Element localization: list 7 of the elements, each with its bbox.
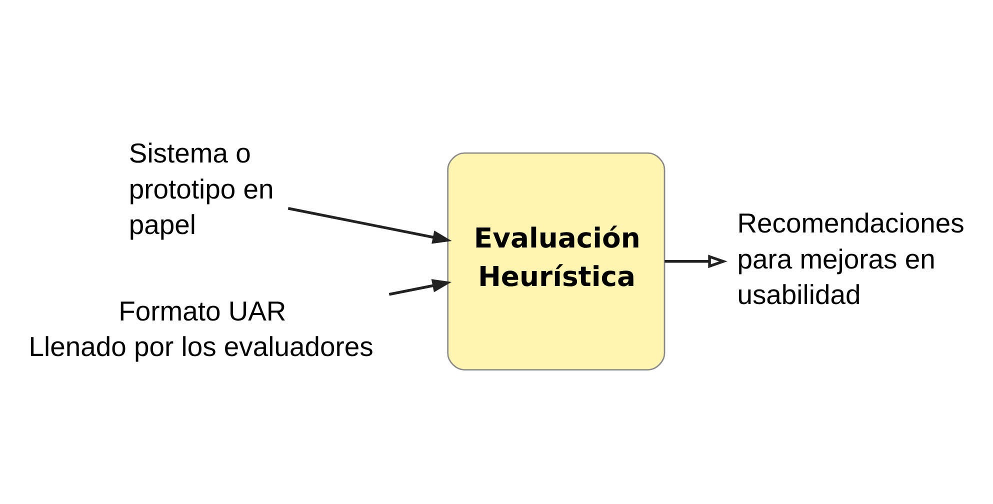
arrow <box>664 254 728 268</box>
arrow <box>288 206 452 244</box>
node-box: Evaluación Heurística <box>447 152 666 370</box>
node-text: Formato UAR Llenado por los evaluadores <box>28 294 374 362</box>
arrow <box>388 278 452 296</box>
node-text: Recomendaciones para mejoras en usabilidad <box>737 207 964 310</box>
node-text: Sistema o prototipo en papel <box>128 137 274 240</box>
